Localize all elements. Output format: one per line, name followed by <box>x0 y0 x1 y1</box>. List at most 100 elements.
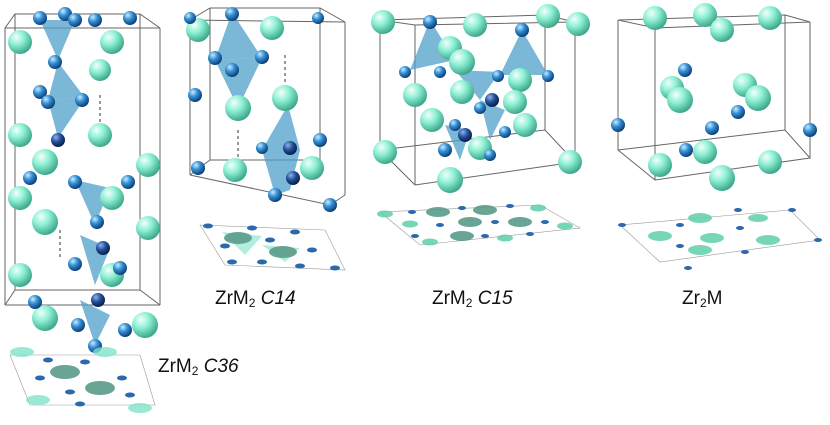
zr-atom <box>463 13 487 37</box>
m-atom <box>611 118 625 132</box>
zr-atom <box>223 158 247 182</box>
zr-atom <box>667 87 693 113</box>
zr-atom <box>88 123 112 147</box>
caption-c36: ZrM2 C36 <box>158 356 239 378</box>
m-atom <box>255 50 269 64</box>
m-atom <box>286 171 300 185</box>
zr-atom <box>403 83 427 107</box>
m-atom <box>312 12 324 24</box>
zr-atom <box>513 113 537 137</box>
m-atom <box>283 141 297 155</box>
zr-atom <box>566 12 590 36</box>
zr-atom <box>449 49 475 75</box>
zr-atom <box>300 156 324 180</box>
m-atom <box>542 70 554 82</box>
structure-c14 <box>184 7 346 271</box>
m-atom <box>484 149 496 161</box>
zr-atom <box>420 108 444 132</box>
m-atom <box>121 175 135 189</box>
m-atom <box>423 15 437 29</box>
m-atom <box>51 133 65 147</box>
zr-atom <box>693 3 717 27</box>
basal-projection <box>199 223 346 271</box>
zr-atom <box>745 85 771 111</box>
zr-atom <box>558 150 582 174</box>
m-atom <box>678 63 692 77</box>
caption-subscript: 2 <box>191 364 199 378</box>
m-atom <box>118 323 132 337</box>
m-atom <box>492 70 504 82</box>
zr-atom <box>136 216 160 240</box>
structure-c36 <box>4 7 161 413</box>
caption-phase: C14 <box>260 288 296 309</box>
caption-suffix: M <box>706 288 723 309</box>
zr-atom <box>32 305 58 331</box>
m-atom <box>679 143 693 157</box>
m-atom <box>33 11 47 25</box>
zr-atom <box>648 153 672 177</box>
m-atom <box>438 143 452 157</box>
caption-formula: ZrM <box>158 356 192 377</box>
zr-atom <box>503 90 527 114</box>
m-atom <box>313 133 327 147</box>
m-atom <box>33 85 47 99</box>
m-atom <box>75 93 89 107</box>
m-atom <box>458 128 472 142</box>
zr-atom <box>508 68 532 92</box>
zr-atoms <box>643 3 782 191</box>
zr-atom <box>693 140 717 164</box>
zr-atom <box>536 4 560 28</box>
zr-atom <box>132 312 158 338</box>
zr-atom <box>758 150 782 174</box>
m-atom <box>449 119 461 131</box>
m-atom <box>113 261 127 275</box>
zr-atom <box>437 167 463 193</box>
m-atom <box>68 13 82 27</box>
zr-atom <box>100 186 124 210</box>
m-atoms <box>611 63 817 157</box>
m-atom <box>28 295 42 309</box>
m-atom <box>188 88 202 102</box>
zr-atom <box>8 263 32 287</box>
caption-subscript: 2 <box>465 296 473 310</box>
zr-atom <box>709 165 735 191</box>
m-atom <box>88 13 102 27</box>
caption-c15: ZrM2 C15 <box>432 288 513 310</box>
m-atom <box>41 95 55 109</box>
basal-projection <box>377 204 581 246</box>
zr-atom <box>32 149 58 175</box>
zr-atom <box>186 18 210 42</box>
m-atom <box>256 142 268 154</box>
basal-projection <box>9 347 156 413</box>
caption-subscript: 2 <box>248 296 256 310</box>
caption-formula: ZrM <box>432 288 466 309</box>
caption-formula: Zr <box>682 288 700 309</box>
zr-atom <box>89 59 111 81</box>
zr-atom <box>260 16 284 40</box>
m-atom <box>705 121 719 135</box>
m-atom <box>68 257 82 271</box>
m-atom <box>71 318 85 332</box>
m-atom <box>123 11 137 25</box>
caption-phase: C15 <box>477 288 513 309</box>
zr-atom <box>373 140 397 164</box>
m-atoms <box>399 15 554 161</box>
m-atom <box>96 241 110 255</box>
unit-cell-edges <box>4 13 161 306</box>
m-atom <box>323 198 337 212</box>
zr-atom <box>32 209 58 235</box>
m-atom <box>191 161 205 175</box>
m-atom <box>803 123 817 137</box>
m-atom <box>48 55 62 69</box>
zr-atom <box>225 95 251 121</box>
m-atoms <box>23 7 137 353</box>
caption-subscript: 2 <box>699 296 707 310</box>
structure-zr2m <box>611 3 822 270</box>
zr-atom <box>371 10 395 34</box>
zr-atom <box>710 18 734 42</box>
zr-atom <box>136 153 160 177</box>
m-atom <box>91 293 105 307</box>
m-atom <box>184 12 196 24</box>
caption-formula: ZrM <box>215 288 249 309</box>
